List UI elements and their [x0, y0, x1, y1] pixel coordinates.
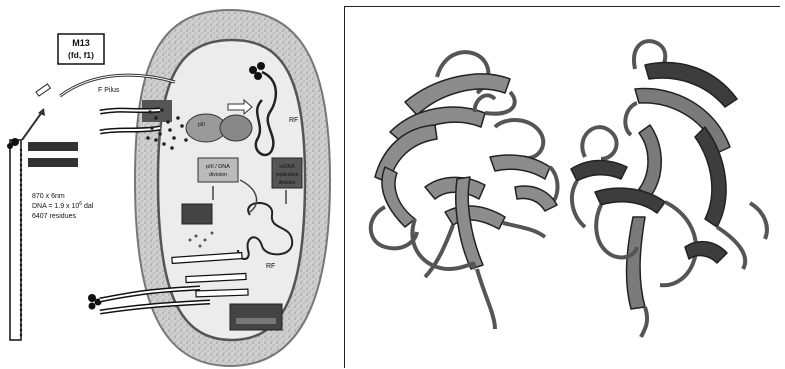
m13-label-box: M13 (fd, f1)	[58, 34, 104, 64]
phage-lifecycle-diagram: M13 (fd, f1) F Pilus 870 x 6nm DNA = 1.9…	[0, 0, 345, 368]
left-small-box	[182, 204, 212, 224]
svg-text:pIII: pIII	[198, 122, 205, 128]
beta-strand	[425, 177, 485, 199]
coat-protein-bar-2	[28, 158, 78, 167]
central-box-label: pIII / DNA	[206, 164, 230, 170]
filamentous-phage	[7, 138, 22, 340]
beta-strand	[627, 217, 645, 309]
right-box-label-2: replication	[276, 172, 299, 178]
infection-arrow	[22, 112, 42, 140]
beta-strand	[490, 155, 550, 179]
right-box-label: ssDNA	[279, 164, 295, 170]
protein-monomer-left	[371, 52, 558, 329]
central-box	[198, 158, 238, 182]
beta-strand	[595, 188, 665, 213]
rf-label-top: RF	[289, 117, 298, 124]
rf-label-bottom: RF	[266, 263, 275, 270]
beta-strand	[571, 161, 627, 182]
phage-title: M13	[72, 38, 90, 48]
right-box-label-3: division	[279, 180, 296, 186]
beta-strand	[382, 167, 415, 227]
phage-residues-label: 6407 residues	[32, 213, 76, 220]
phage-fragment-icon	[36, 84, 50, 96]
phage-size-label: 870 x 6nm	[32, 193, 65, 200]
bottom-box	[230, 304, 282, 330]
phage-subtitle: (fd, f1)	[68, 50, 94, 60]
central-box-label-2: division	[209, 172, 227, 178]
protein-ribbon-structure	[344, 6, 780, 368]
progeny-phage-3	[196, 289, 248, 297]
beta-strand	[685, 242, 727, 263]
replication-complex-2	[220, 115, 252, 141]
f-pilus-label: F Pilus	[98, 87, 120, 94]
beta-strand	[639, 125, 661, 197]
phage-dna-label: DNA = 1.9 x 106 dal	[32, 201, 94, 210]
beta-strand	[515, 186, 557, 211]
protein-monomer-right	[571, 41, 767, 337]
coat-protein-bar-1	[28, 142, 78, 151]
